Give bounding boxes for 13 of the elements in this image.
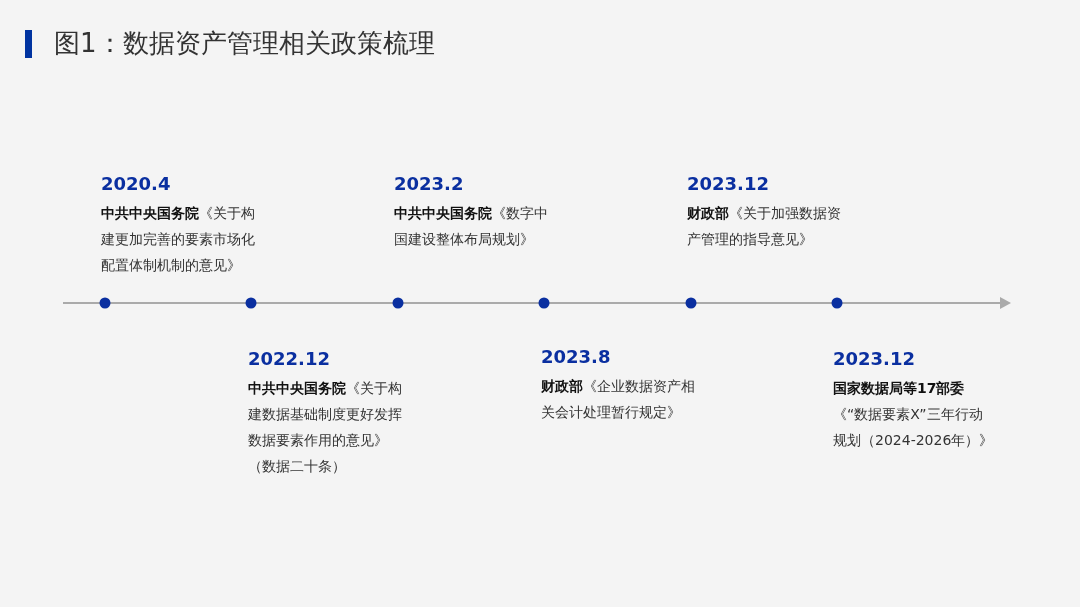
policy-text: 财政部《企业数据资产相关会计处理暂行规定》 bbox=[541, 377, 696, 422]
date-label: 2023.8 bbox=[541, 345, 611, 369]
policy-text: 中共中央国务院《关于构建更加完善的要素市场化配置体制机制的意见》 bbox=[101, 204, 256, 275]
date-label: 2023.12 bbox=[833, 347, 915, 371]
date-label: 2023.2 bbox=[394, 172, 464, 196]
policy-text: 国家数据局等17部委《“数据要素X”三年行动规划（2024-2026年）》 bbox=[833, 379, 995, 450]
policy-text: 中共中央国务院《数字中国建设整体布局规划》 bbox=[394, 204, 549, 249]
date-label: 2022.12 bbox=[248, 347, 330, 371]
page-title: 图1：数据资产管理相关政策梳理 bbox=[54, 27, 435, 60]
date-label: 2020.4 bbox=[101, 172, 171, 196]
policy-text: 中共中央国务院《关于构建数据基础制度更好发挥数据要素作用的意见》（数据二十条） bbox=[248, 379, 403, 476]
policy-text: 财政部《关于加强数据资产管理的指导意见》 bbox=[687, 204, 842, 249]
date-label: 2023.12 bbox=[687, 172, 769, 196]
